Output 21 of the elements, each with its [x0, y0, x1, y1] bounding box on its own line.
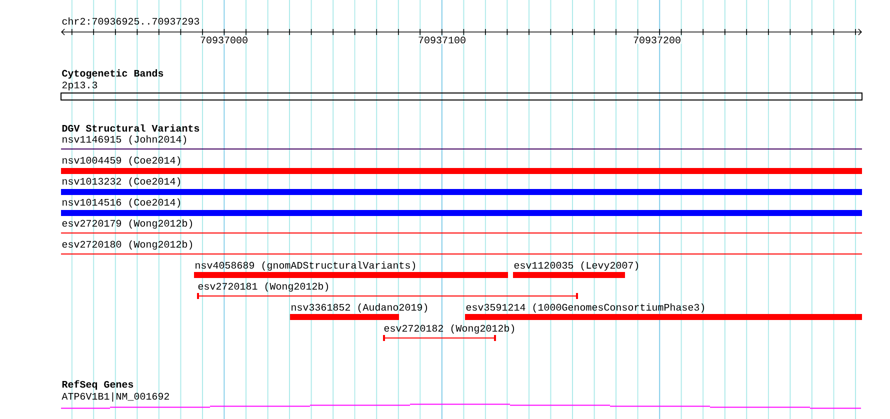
- ruler-label: 70937000: [200, 36, 249, 44]
- feature-label: esv2720179 (Wong2012b): [62, 219, 192, 229]
- track-title: DGV Structural Variants: [62, 124, 200, 132]
- ruler-label: 70937100: [418, 36, 466, 44]
- feature-label: esv1120035 (Levy2007): [514, 261, 638, 271]
- feature-label: nsv1004459 (Coe2014): [62, 156, 180, 166]
- feature-label: esv2720180 (Wong2012b): [62, 240, 192, 250]
- feature-label: nsv1013232 (Coe2014): [62, 177, 180, 187]
- feature-label: nsv1146915 (John2014): [62, 135, 186, 145]
- ruler-label: 70937200: [632, 36, 682, 44]
- track-title: Cytogenetic Bands: [62, 69, 164, 79]
- feature-label: esv3591214 (1000GenomesConsortiumPhase3): [466, 303, 704, 313]
- feature-label: ATP6V1B1|NM_001692: [62, 392, 169, 402]
- feature-label: nsv3361852 (Audano2019): [292, 303, 428, 313]
- feature-label: esv2720182 (Wong2012b): [384, 324, 514, 334]
- region-label: chr2:70936925..70937293: [62, 17, 200, 25]
- track-title: RefSeq Genes: [62, 380, 134, 390]
- feature-label: nsv4058689 (gnomADStructuralVariants): [196, 261, 416, 271]
- feature-label: 2p13.3: [62, 82, 98, 90]
- feature-label: esv2720181 (Wong2012b): [198, 282, 328, 292]
- feature-label: nsv1014516 (Coe2014): [62, 198, 180, 208]
